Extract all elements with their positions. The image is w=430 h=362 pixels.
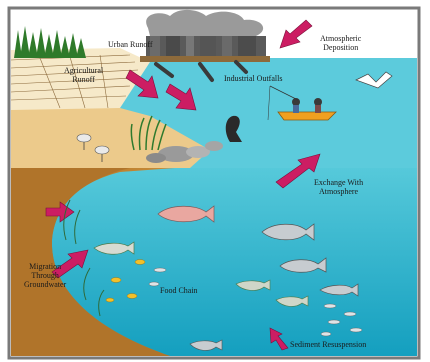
label-food-chain: Food Chain	[160, 286, 198, 295]
label-agricultural-runoff: Agricultural Runoff	[64, 66, 103, 84]
migration-line3: Groundwater	[24, 280, 66, 289]
label-exchange-with-atmosphere: Exchange With Atmosphere	[314, 178, 363, 196]
industrial-outfalls-text: Industrial Outfalls	[224, 74, 282, 83]
migration-line2: Through	[24, 271, 66, 280]
urban-runoff-text: Urban Runoff	[108, 40, 153, 49]
label-urban-runoff: Urban Runoff	[108, 40, 153, 49]
atmospheric-deposition-line2: Deposition	[320, 43, 361, 52]
food-chain-text: Food Chain	[160, 286, 198, 295]
label-atmospheric-deposition: Atmospheric Deposition	[320, 34, 361, 52]
label-migration-through-groundwater: Migration Through Groundwater	[24, 262, 66, 289]
agricultural-runoff-line1: Agricultural	[64, 66, 103, 75]
exchange-with-atmosphere-line2: Atmosphere	[314, 187, 363, 196]
migration-line1: Migration	[24, 262, 66, 271]
agricultural-runoff-line2: Runoff	[64, 75, 103, 84]
label-industrial-outfalls: Industrial Outfalls	[224, 74, 282, 83]
atmospheric-deposition-line1: Atmospheric	[320, 34, 361, 43]
sediment-resuspension-text: Sediment Resuspension	[290, 340, 366, 349]
label-sediment-resuspension: Sediment Resuspension	[290, 340, 366, 349]
exchange-with-atmosphere-line1: Exchange With	[314, 178, 363, 187]
